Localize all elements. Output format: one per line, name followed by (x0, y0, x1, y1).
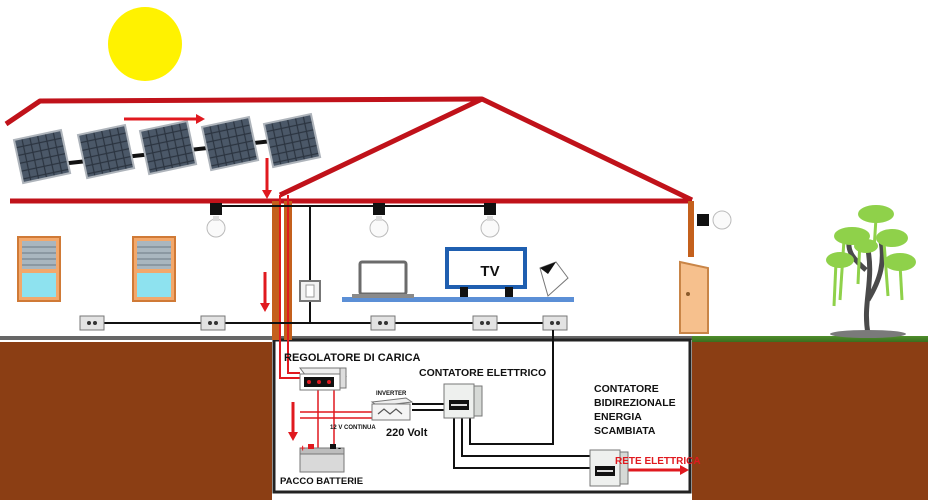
contatore-elettrico-label: CONTATORE ELETTRICO (419, 367, 546, 379)
bidirezionale-label-4: SCAMBIATA (594, 425, 656, 437)
grass-strip (692, 336, 928, 342)
floor-line (0, 336, 692, 340)
tree-icon (826, 205, 916, 338)
power-socket-icon (472, 315, 498, 331)
bidirezionale-label-1: CONTATORE (594, 383, 659, 395)
drain-pipe (688, 201, 694, 257)
solar-panel-icon (200, 115, 260, 172)
solar-panel-icon (138, 119, 198, 176)
light-bulb-icon (206, 203, 226, 238)
sun-icon (108, 7, 182, 81)
battery-minus-label: - (338, 443, 341, 453)
solar-panel-icon (262, 112, 322, 169)
power-socket-icon (200, 315, 226, 331)
ac-wiring (412, 330, 590, 469)
door-icon (679, 260, 709, 334)
tv-icon (445, 247, 527, 297)
ac-220v-label: 220 Volt (386, 427, 428, 439)
solar-panel-icon (76, 123, 136, 180)
dc-12v-label: 12 V CONTINUA (330, 425, 376, 431)
meter-icon (443, 383, 483, 419)
power-socket-icon (79, 315, 105, 331)
roof (4, 96, 694, 204)
ground-left (0, 342, 272, 500)
ground-right (692, 342, 928, 500)
tv-label: TV (480, 263, 499, 280)
batterie-label: PACCO BATTERIE (280, 476, 363, 487)
meter-icon (589, 449, 629, 487)
regolatore-label: REGOLATORE DI CARICA (284, 352, 421, 364)
solar-panel-icon (12, 128, 72, 185)
solar-panels (12, 112, 322, 185)
bidirezionale-label-2: BIDIREZIONALE (594, 397, 676, 409)
power-socket-icon (542, 315, 568, 331)
dc-wires (279, 195, 300, 379)
battery-icon (299, 444, 345, 473)
rete-elettrica-label: RETE ELETTRICA (615, 456, 701, 467)
desk-lamp-icon (539, 261, 569, 297)
battery-plus-label: + (300, 443, 305, 453)
window-icon (17, 236, 61, 302)
light-bulb-icon (369, 203, 389, 238)
light-bulb-icon (480, 203, 500, 238)
flow-arrows (124, 114, 689, 475)
power-socket-icon (370, 315, 396, 331)
wall-switch-icon (299, 280, 321, 302)
laptop-icon (352, 260, 414, 298)
charge-regulator-icon (299, 367, 347, 391)
cable-conduit (272, 201, 280, 340)
inverter-icon (370, 397, 414, 421)
bidirezionale-label-3: ENERGIA (594, 411, 642, 423)
shelf (342, 297, 574, 302)
dc-wiring-basement (300, 390, 372, 448)
window-icon (132, 236, 176, 302)
light-bulb-icon (697, 210, 732, 230)
ceiling-wiring (216, 205, 490, 323)
inverter-label: INVERTER (376, 391, 407, 397)
